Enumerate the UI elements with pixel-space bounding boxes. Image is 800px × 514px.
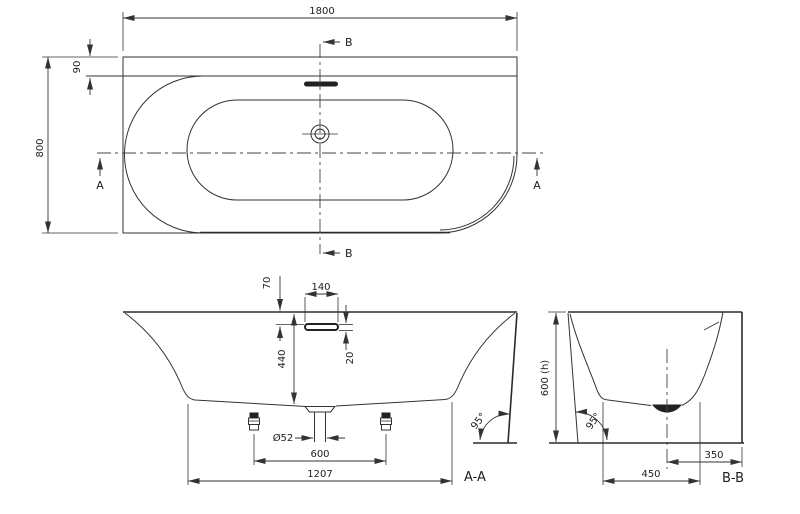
plan-rim-left-end-arc [124,75,204,234]
dim-value-90: 90 [72,61,83,74]
plan-section-marker-b-top: B [323,36,353,49]
foot-bottom [249,424,259,431]
angle-value-95: 95° [469,411,489,432]
section-aa-view: 70 140 20 440 Ø52 600 [123,276,518,485]
aa-dim-drain-diameter: Ø52 [273,432,345,444]
dim-value-350: 350 [704,450,723,461]
plan-overflow-slot [304,81,338,87]
dim-value-140: 140 [311,282,330,293]
section-aa-label: A-A [464,470,486,485]
dim-value-1207: 1207 [307,469,332,480]
angle-arc [478,410,511,441]
dim-value-440: 440 [277,349,288,368]
aa-foot-right [380,412,392,431]
bb-dim-450: 450 [602,402,701,485]
plan-basin-outline [186,99,454,201]
foot-bottom [381,424,391,431]
dim-value-70: 70 [262,277,273,290]
section-letter-a: A [96,179,104,192]
angle-arc [575,408,609,441]
aa-dim-140: 140 [304,282,339,322]
bb-dim-350: 350 [667,447,743,467]
section-letter-a: A [533,179,541,192]
plan-section-marker-b-bottom: B [323,247,353,260]
bb-curve-tick [703,321,720,331]
dim-value-450: 450 [641,469,660,480]
foot-top [381,412,391,418]
plan-view: 1800 800 90 A A B B [35,6,544,260]
section-letter-b: B [345,247,353,260]
aa-dim-440: 440 [277,314,297,404]
foot-top [249,412,259,418]
dim-value-600: 600 [310,449,329,460]
plan-section-marker-a-right: A [533,158,541,192]
dim-value-d52: Ø52 [273,432,294,444]
dim-value-600h: 600 (h) [540,360,551,397]
aa-dim-1207: 1207 [187,402,453,485]
bb-angle-95: 95° [575,408,609,441]
drain-flange [303,406,337,413]
bb-left-outer-wall [567,312,579,444]
section-letter-b: B [345,36,353,49]
bb-left-inner-wall [569,313,652,406]
aa-left-wall [124,312,307,407]
aa-dim-600: 600 [253,434,387,465]
aa-dim-70: 70 [262,276,304,341]
bb-dim-600h: 600 (h) [540,311,566,442]
dim-value-800: 800 [35,138,46,157]
bb-right-inner-wall [681,311,724,406]
section-bb-view: 600 (h) 95° 450 350 B-B [540,311,744,486]
aa-drain-pipe [303,406,337,442]
plan-dim-90: 90 [72,39,93,95]
plan-section-marker-a-left: A [96,158,104,192]
aa-angle-95: 95° [469,410,511,441]
aa-overflow-slot [304,323,339,331]
aa-right-wall [335,312,516,407]
plan-dim-800: 800 [35,56,118,234]
dim-value-20: 20 [345,352,356,365]
aa-right-outer-wall [507,312,518,444]
plan-rim-right-inner-arc [439,155,515,231]
aa-dim-20: 20 [339,305,356,364]
section-bb-label: B-B [722,471,744,486]
dim-value-1800: 1800 [309,6,334,17]
aa-foot-left [248,412,260,431]
plan-dim-1800: 1800 [122,6,518,51]
